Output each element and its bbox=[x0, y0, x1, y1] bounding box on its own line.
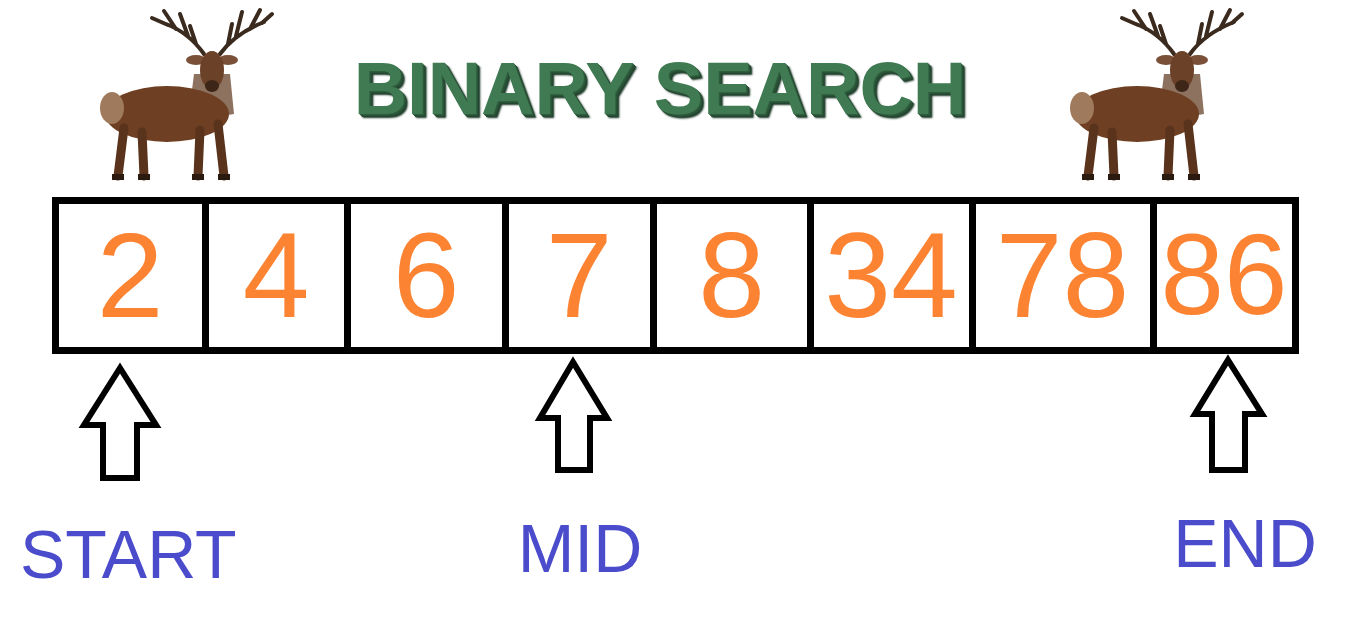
pointer-label: MID bbox=[430, 514, 730, 582]
pointer-label-text: END bbox=[1173, 505, 1317, 581]
pointer-arrow bbox=[1195, 360, 1262, 470]
array-cell: 4 bbox=[202, 197, 351, 354]
title-heading: BINARY SEARCH bbox=[260, 52, 1060, 126]
array-value: 6 bbox=[393, 215, 460, 335]
array-value: 34 bbox=[824, 215, 957, 335]
array-cell: 78 bbox=[969, 197, 1157, 354]
array-value: 8 bbox=[698, 215, 765, 335]
array-cell: 34 bbox=[807, 197, 976, 354]
array-value: 2 bbox=[97, 215, 164, 335]
pointer-label-text: START bbox=[20, 516, 237, 592]
array-value: 7 bbox=[546, 215, 613, 335]
array-cell: 7 bbox=[502, 197, 657, 354]
array-cell: 8 bbox=[650, 197, 814, 354]
pointer-label: START bbox=[20, 520, 300, 588]
array-cell: 2 bbox=[52, 197, 209, 354]
title-text: BINARY SEARCH bbox=[354, 47, 967, 130]
array-value: 4 bbox=[243, 215, 310, 335]
deer-illustration bbox=[100, 10, 272, 180]
pointer-label: END bbox=[1110, 509, 1350, 577]
array-value: 78 bbox=[996, 215, 1129, 335]
pointer-arrow bbox=[540, 362, 607, 470]
pointer-arrow bbox=[84, 368, 156, 478]
array-cell: 6 bbox=[344, 197, 509, 354]
array-cell: 86 bbox=[1150, 197, 1299, 354]
pointer-label-text: MID bbox=[518, 510, 643, 586]
array-value: 86 bbox=[1161, 218, 1288, 332]
deer-illustration bbox=[1070, 10, 1242, 180]
